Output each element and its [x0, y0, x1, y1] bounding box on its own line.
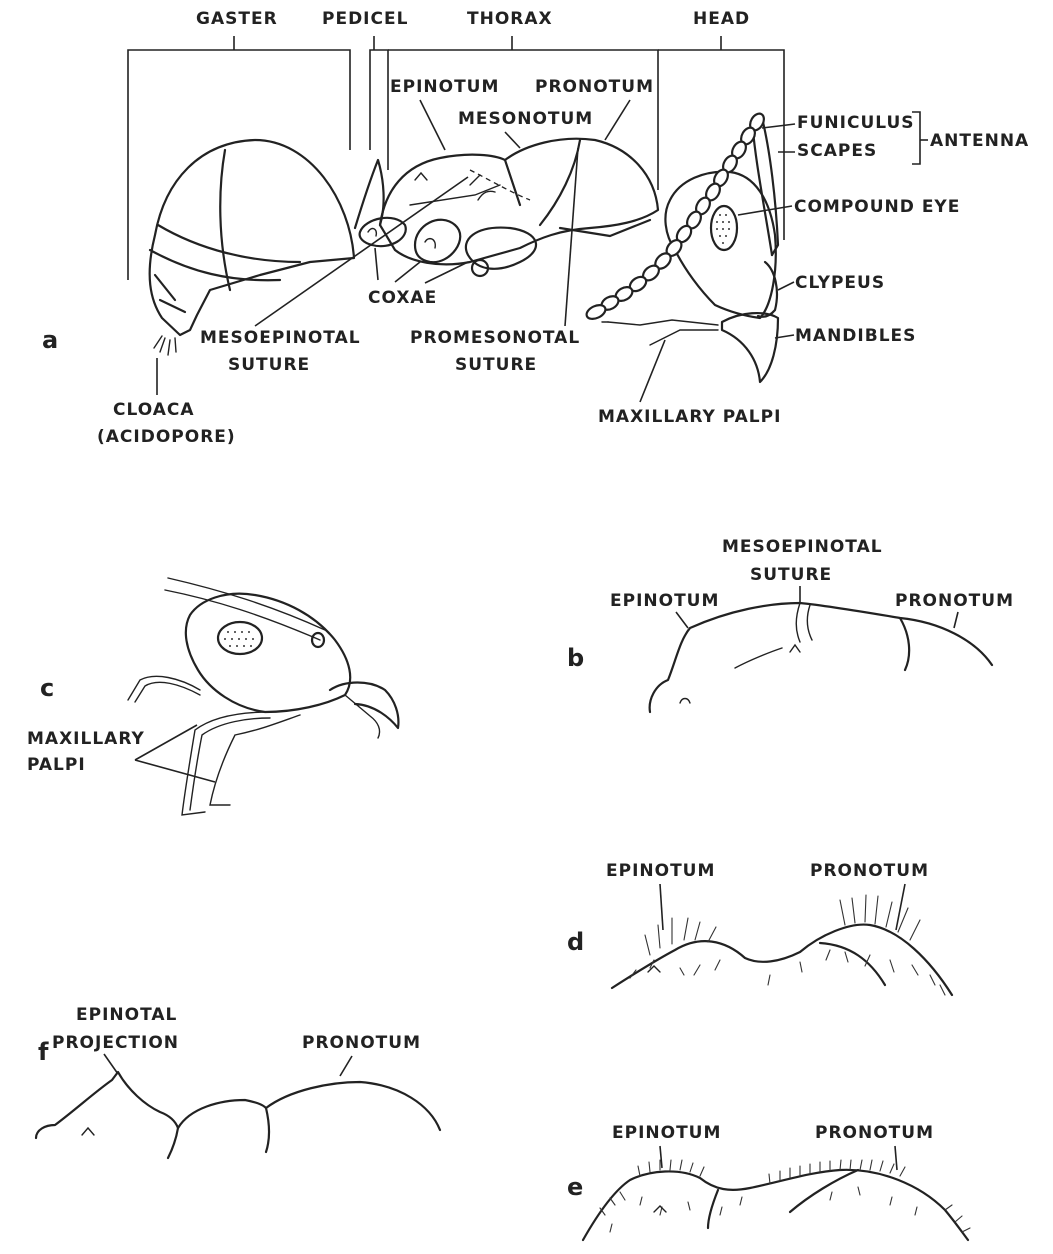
label-antenna: ANTENNA: [930, 131, 1029, 151]
label-mesoepinotal-b2: SUTURE: [750, 565, 832, 585]
label-thorax: THORAX: [467, 9, 553, 29]
panel-f-outline: [36, 1072, 440, 1138]
label-gaster: GASTER: [196, 9, 278, 29]
label-pronotum-e: PRONOTUM: [815, 1123, 934, 1143]
label-pedicel: PEDICEL: [322, 9, 408, 29]
panel-b-outline: [650, 603, 992, 712]
label-pronotum-f: PRONOTUM: [302, 1033, 421, 1053]
label-epinotal: EPINOTAL: [76, 1005, 177, 1025]
label-epinotum-e: EPINOTUM: [612, 1123, 721, 1143]
region-brackets: [128, 36, 784, 280]
label-palpi-c: PALPI: [27, 755, 86, 775]
label-mesonotum-a: MESONOTUM: [458, 109, 593, 129]
label-promesonotal-a2: SUTURE: [455, 355, 537, 375]
label-clypeus: CLYPEUS: [795, 273, 885, 293]
panel-e-outline: [583, 1170, 968, 1240]
label-maxillary-c: MAXILLARY: [27, 729, 145, 749]
panel-letter-d: d: [567, 928, 584, 956]
panel-e: e EPINOTUM PRONOTUM: [567, 1123, 970, 1240]
thorax-drawing: [360, 139, 658, 276]
label-acidopore: (ACIDOPORE): [97, 427, 236, 447]
funiculus-segments: [584, 111, 766, 321]
label-epinotum-d: EPINOTUM: [606, 861, 715, 881]
label-coxae: COXAE: [368, 288, 437, 308]
panel-letter-f: f: [38, 1038, 49, 1066]
label-promesonotal-a1: PROMESONOTAL: [410, 328, 580, 348]
panel-d: d EPINOTUM PRONOTUM: [567, 861, 952, 995]
label-epinotum-a: EPINOTUM: [390, 77, 499, 97]
label-scapes: SCAPES: [797, 141, 877, 161]
label-projection: PROJECTION: [52, 1033, 179, 1053]
panel-letter-a: a: [42, 326, 58, 354]
label-mesoepinotal-a2: SUTURE: [228, 355, 310, 375]
gaster-bracket: [128, 50, 350, 280]
label-mesoepinotal-b1: MESOEPINOTAL: [722, 537, 883, 557]
panel-c: c MAXILLARY PALPI: [27, 578, 398, 815]
label-compound-eye: COMPOUND EYE: [794, 197, 960, 217]
label-pronotum-b: PRONOTUM: [895, 591, 1014, 611]
label-epinotum-b: EPINOTUM: [610, 591, 719, 611]
pedicel-bracket: [370, 50, 388, 170]
panel-letter-c: c: [40, 674, 54, 702]
panel-c-eye-icon: [218, 622, 262, 654]
label-mandibles: MANDIBLES: [795, 326, 916, 346]
label-cloaca: CLOACA: [113, 400, 195, 420]
gaster-drawing: [150, 140, 354, 355]
compound-eye-icon: [711, 206, 737, 250]
head-drawing: [602, 118, 778, 382]
panel-c-head: [186, 594, 350, 712]
panel-f: f EPINOTAL PROJECTION PRONOTUM: [36, 1005, 440, 1158]
panel-d-outline: [612, 925, 952, 995]
label-maxillary-palpi-a: MAXILLARY PALPI: [598, 407, 781, 427]
label-mesoepinotal-a1: MESOEPINOTAL: [200, 328, 361, 348]
panel-f-caret: [82, 1128, 94, 1135]
panel-d-hairs: [630, 895, 945, 995]
panel-a: a GASTER PEDICEL THORAX HEAD: [42, 9, 1029, 447]
panel-b: b MESOEPINOTAL SUTURE EPINOTUM PRONOTUM: [567, 537, 1014, 712]
label-head: HEAD: [693, 9, 750, 29]
label-pronotum-a: PRONOTUM: [535, 77, 654, 97]
label-funiculus: FUNICULUS: [797, 113, 915, 133]
panel-e-hairs: [600, 1160, 970, 1232]
label-pronotum-d: PRONOTUM: [810, 861, 929, 881]
panel-letter-b: b: [567, 644, 584, 672]
panel-letter-e: e: [567, 1173, 583, 1201]
